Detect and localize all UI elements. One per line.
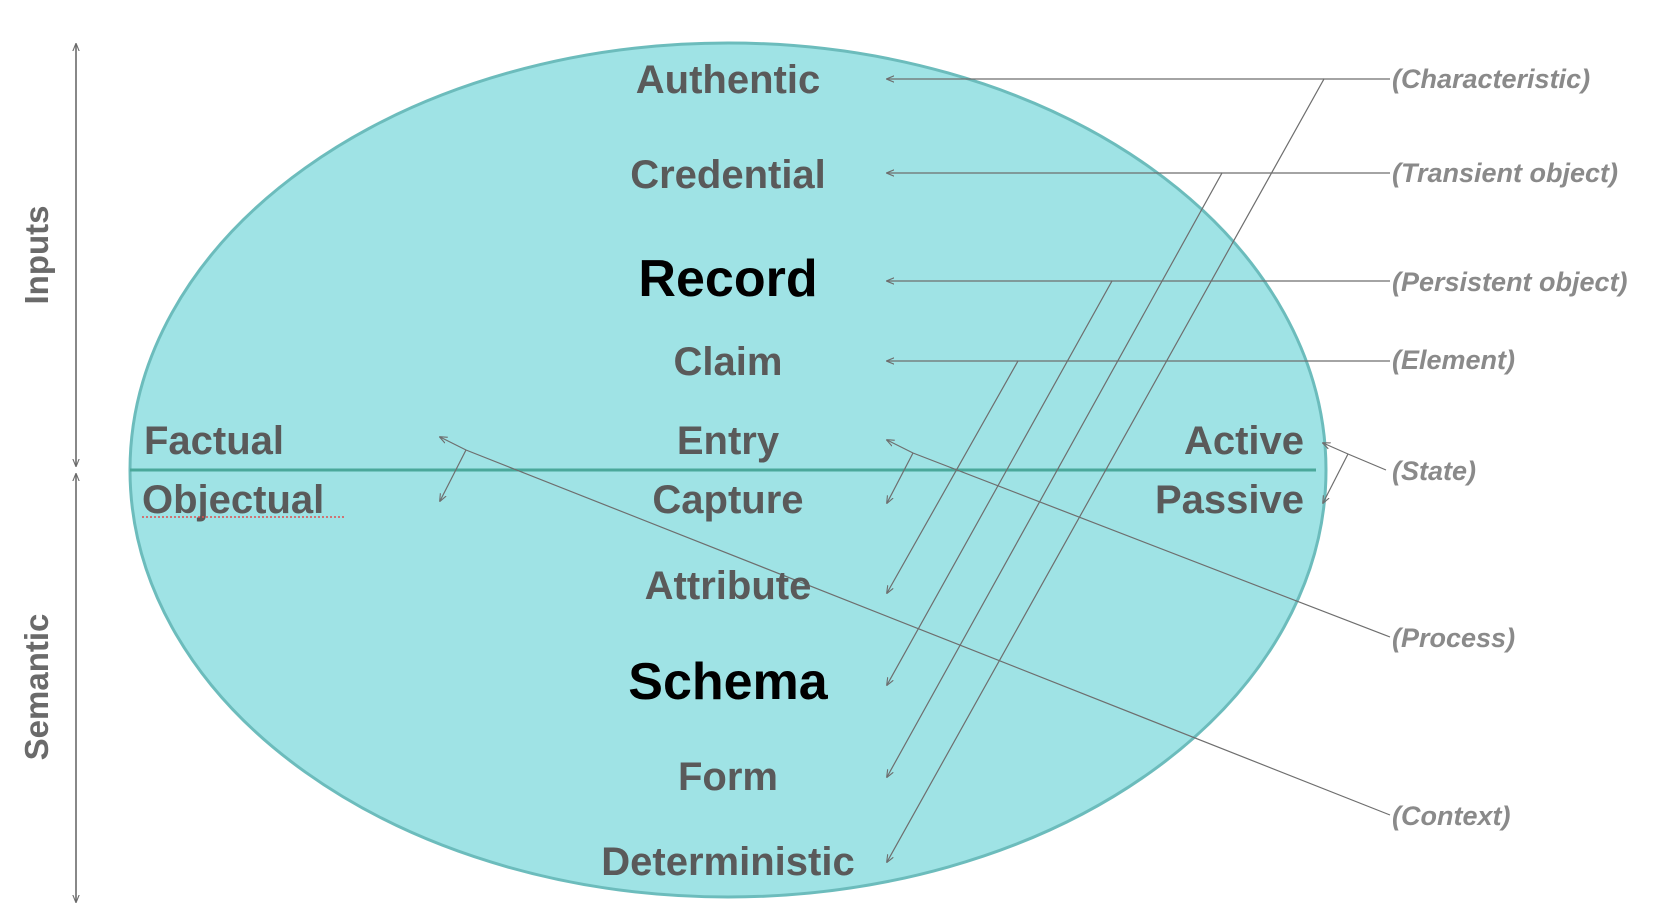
term-record: Record — [638, 250, 817, 308]
term-deterministic: Deterministic — [601, 840, 854, 884]
term-entry: Entry — [677, 419, 780, 463]
connector-context-branch — [440, 449, 467, 501]
category-characteristic: (Characteristic) — [1392, 64, 1590, 94]
category-process: (Process) — [1392, 623, 1515, 653]
term-authentic: Authentic — [636, 58, 820, 102]
axis-label-semantic: Semantic — [18, 614, 55, 761]
term-objectual: Objectual — [142, 478, 324, 522]
term-claim: Claim — [674, 340, 783, 384]
term-credential: Credential — [630, 153, 826, 197]
term-schema: Schema — [628, 653, 829, 711]
term-factual: Factual — [144, 419, 284, 463]
connectors — [440, 79, 1391, 862]
connector-process-branch — [887, 452, 914, 503]
category-context: (Context) — [1392, 801, 1510, 831]
term-capture: Capture — [652, 478, 803, 522]
term-passive: Passive — [1155, 478, 1304, 522]
category-persistent-object: (Persistent object) — [1392, 267, 1628, 297]
category-transient-object: (Transient object) — [1392, 158, 1618, 188]
connector-state-branch — [1323, 453, 1349, 503]
term-form: Form — [678, 755, 778, 799]
connector-state — [1323, 443, 1387, 471]
term-attribute: Attribute — [645, 564, 812, 608]
axis-label-inputs: Inputs — [18, 206, 55, 305]
category-element: (Element) — [1392, 345, 1515, 375]
term-active: Active — [1184, 419, 1304, 463]
category-state: (State) — [1392, 456, 1476, 486]
